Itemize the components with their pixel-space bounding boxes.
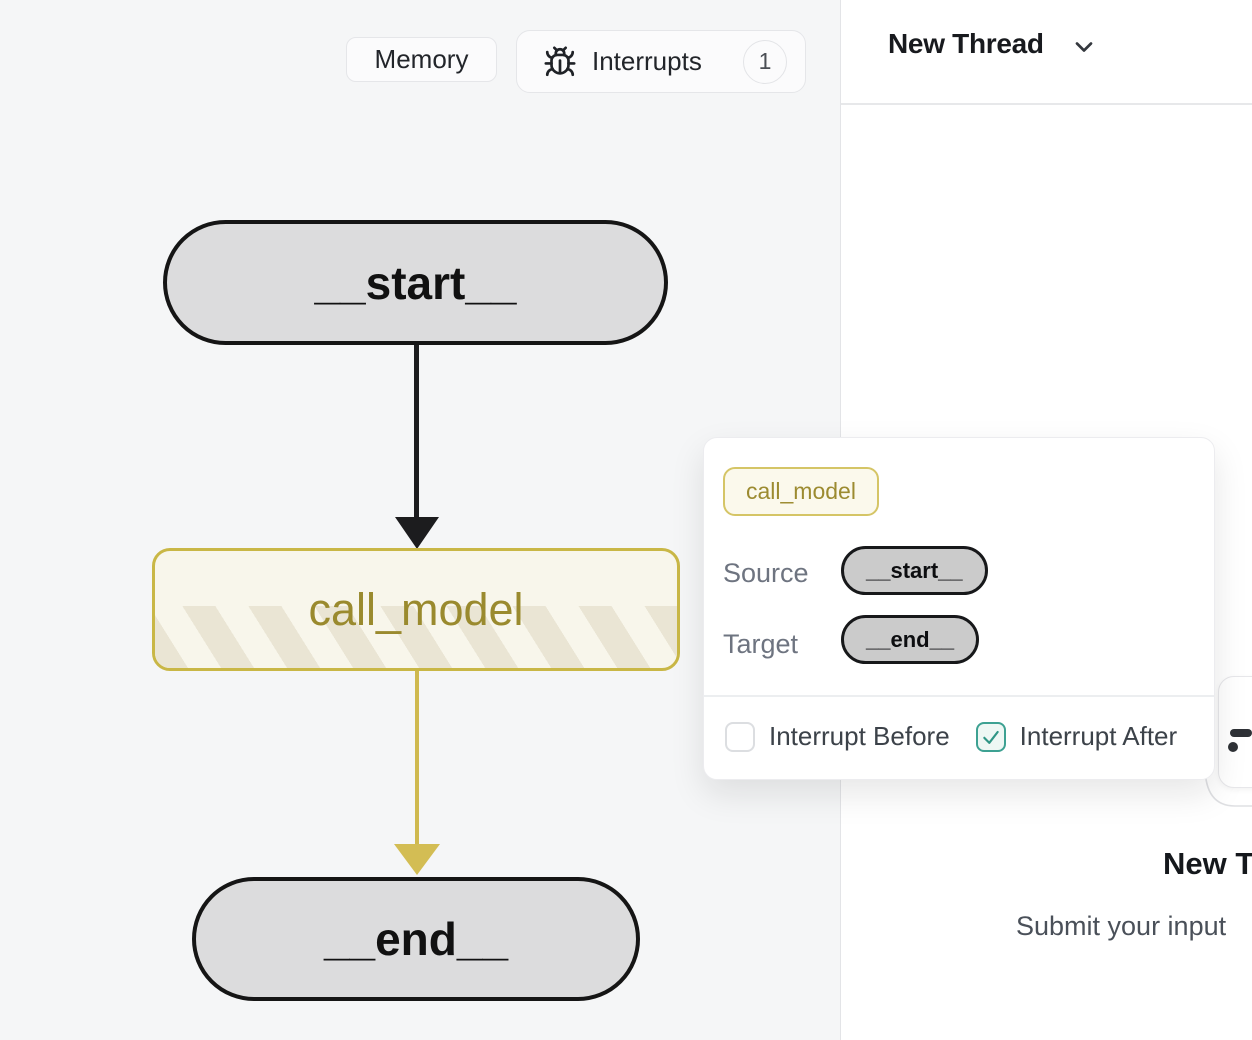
graph-node-end-label: __end__ xyxy=(323,913,509,965)
interrupt-after-label: Interrupt After xyxy=(1019,721,1178,751)
popover-node-badge: call_model xyxy=(723,467,879,516)
arrowhead-callmodel-to-end xyxy=(394,844,440,875)
graph-node-start[interactable]: __start__ xyxy=(163,220,668,345)
memory-button[interactable]: Memory xyxy=(346,37,497,82)
graph-node-end[interactable]: __end__ xyxy=(192,877,640,1001)
interrupt-before-label: Interrupt Before xyxy=(769,721,950,751)
popover-divider xyxy=(704,695,1214,697)
source-label: Source xyxy=(723,558,809,588)
interrupts-button[interactable]: Interrupts 1 xyxy=(516,30,806,93)
empty-state-subtext: Submit your input xyxy=(1016,911,1227,941)
sliders-icon xyxy=(1228,729,1252,752)
panel-header-divider xyxy=(841,103,1252,105)
graph-node-call-model[interactable]: call_model xyxy=(152,548,680,671)
popover-footer: Interrupt Before Interrupt After xyxy=(725,721,1177,752)
interrupts-button-label: Interrupts xyxy=(592,46,702,76)
bug-icon xyxy=(543,45,577,79)
target-value-pill: __end__ xyxy=(841,615,980,664)
graph-node-start-label: __start__ xyxy=(314,256,517,309)
target-label: Target xyxy=(723,629,799,659)
thread-title: New Thread xyxy=(888,28,1044,59)
graph-node-call-model-label: call_model xyxy=(308,583,524,635)
interrupt-after-checkbox[interactable] xyxy=(975,721,1006,752)
graph-canvas[interactable]: Memory Interrupts 1 __start__ xyxy=(0,0,841,1040)
interrupts-count-badge: 1 xyxy=(743,39,787,84)
check-icon xyxy=(982,730,999,744)
edge-callmodel-to-end xyxy=(415,671,419,845)
interrupt-stripes-pattern xyxy=(155,606,677,668)
interrupt-before-checkbox[interactable] xyxy=(725,721,755,752)
arrowhead-start-to-callmodel xyxy=(395,517,439,549)
empty-state-heading: New Thread xyxy=(1163,846,1252,881)
chevron-down-icon[interactable] xyxy=(1070,33,1098,66)
side-action-button[interactable] xyxy=(1218,676,1252,788)
node-details-popover: call_model Source __start__ Target __end… xyxy=(703,437,1215,780)
memory-button-label: Memory xyxy=(374,44,469,74)
source-value-pill: __start__ xyxy=(841,546,988,595)
edge-start-to-callmodel xyxy=(414,345,419,518)
